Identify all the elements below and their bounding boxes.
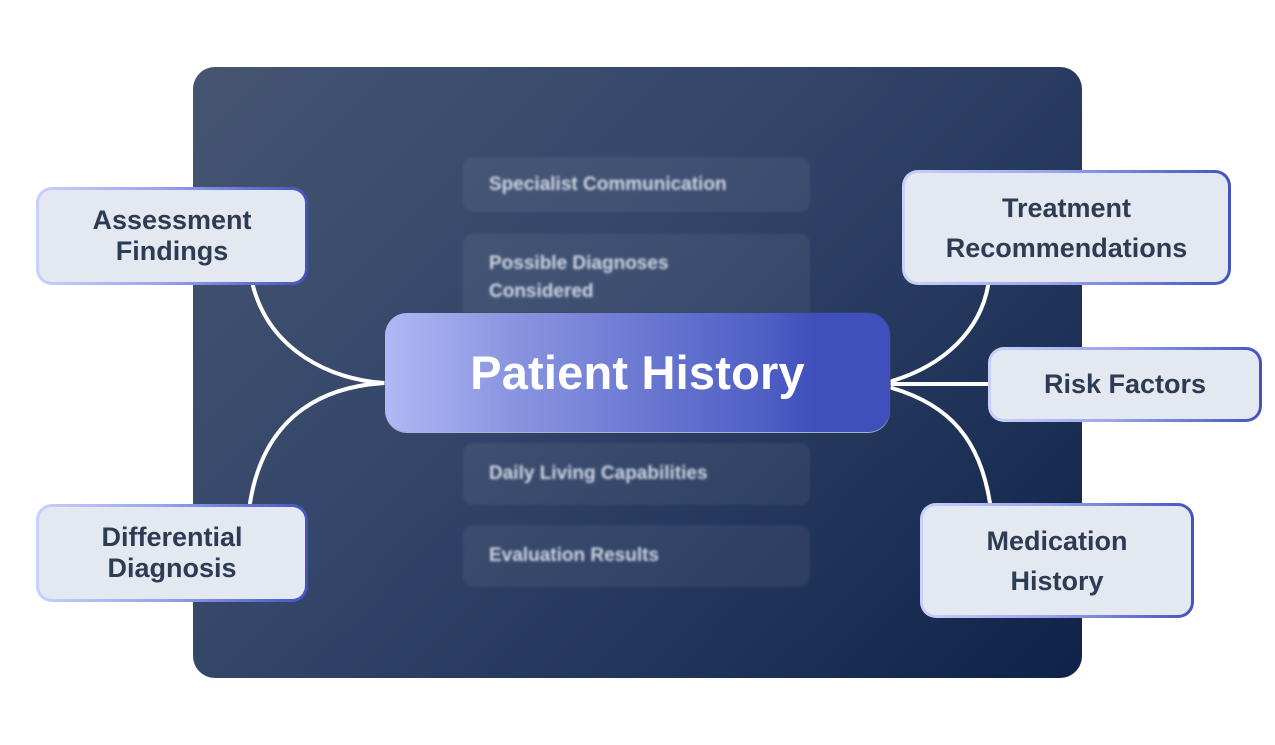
center-node-label: Patient History [470,346,805,399]
background-item-possible-diagnoses: Possible Diagnoses Considered [463,234,810,324]
center-node-patient-history[interactable]: Patient History [385,313,890,432]
node-label-line2: History [1010,565,1104,596]
background-item-daily-living: Daily Living Capabilities [463,443,810,505]
node-label-line2: Findings [115,236,229,266]
node-label-line2: Diagnosis [107,553,237,583]
node-risk-factors[interactable]: Risk Factors [988,347,1262,422]
node-label-line1: Differential [101,522,243,552]
background-item-label-line2: Considered [489,281,594,302]
background-item-specialist-communication: Specialist Communication [463,157,810,212]
node-differential-diagnosis[interactable]: Differential Diagnosis [36,504,308,602]
node-label-line1: Assessment [92,205,252,235]
node-treatment-recommendations[interactable]: Treatment Recommendations [902,170,1231,285]
background-item-evaluation-results: Evaluation Results [463,525,810,587]
node-assessment-findings[interactable]: Assessment Findings [36,187,308,285]
background-item-label-line1: Possible Diagnoses [489,253,669,274]
background-item-label: Specialist Communication [489,174,727,195]
node-label-line2: Recommendations [945,232,1188,263]
node-label-line1: Treatment [1001,192,1132,223]
node-label-line1: Medication [986,525,1128,556]
node-medication-history[interactable]: Medication History [920,503,1194,618]
node-label: Risk Factors [1043,369,1207,399]
background-item-label: Evaluation Results [489,545,659,566]
background-item-label: Daily Living Capabilities [489,463,708,484]
